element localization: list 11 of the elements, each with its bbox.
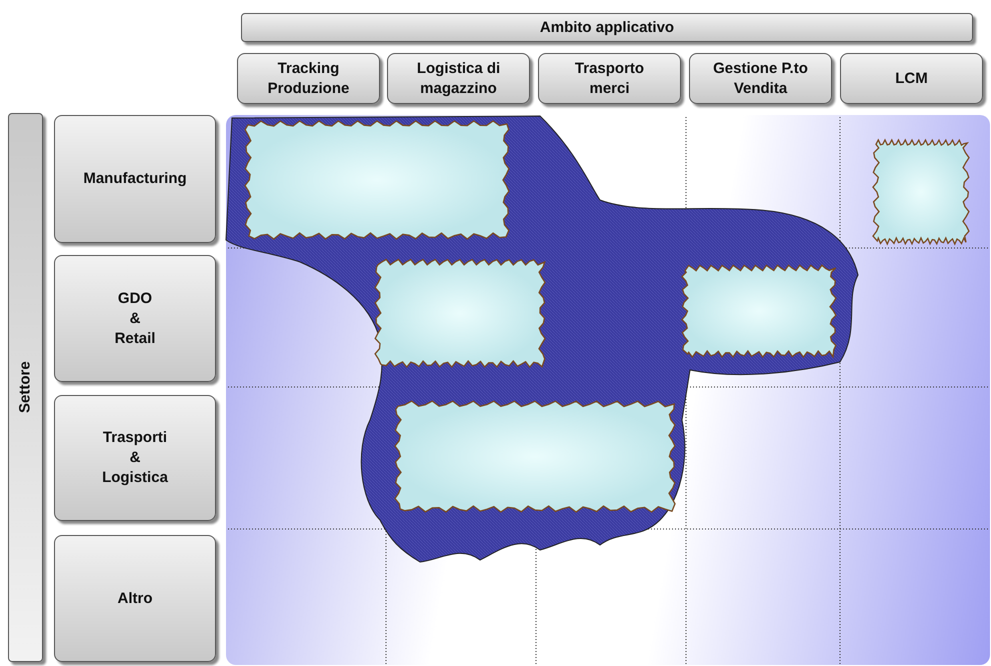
row-header: Altro [54, 535, 216, 662]
section-header: Settore [8, 113, 43, 662]
column-header: Gestione P.to Vendita [689, 53, 832, 104]
row-header: Manufacturing [54, 115, 216, 243]
column-header: Tracking Produzione [237, 53, 380, 104]
row-header: GDO & Retail [54, 255, 216, 382]
column-header: Trasporto merci [538, 53, 681, 104]
row-header: Trasporti & Logistica [54, 395, 216, 521]
column-header: Logistica di magazzino [387, 53, 530, 104]
section-header: Ambito applicativo [241, 13, 973, 42]
column-header: LCM [840, 53, 983, 104]
